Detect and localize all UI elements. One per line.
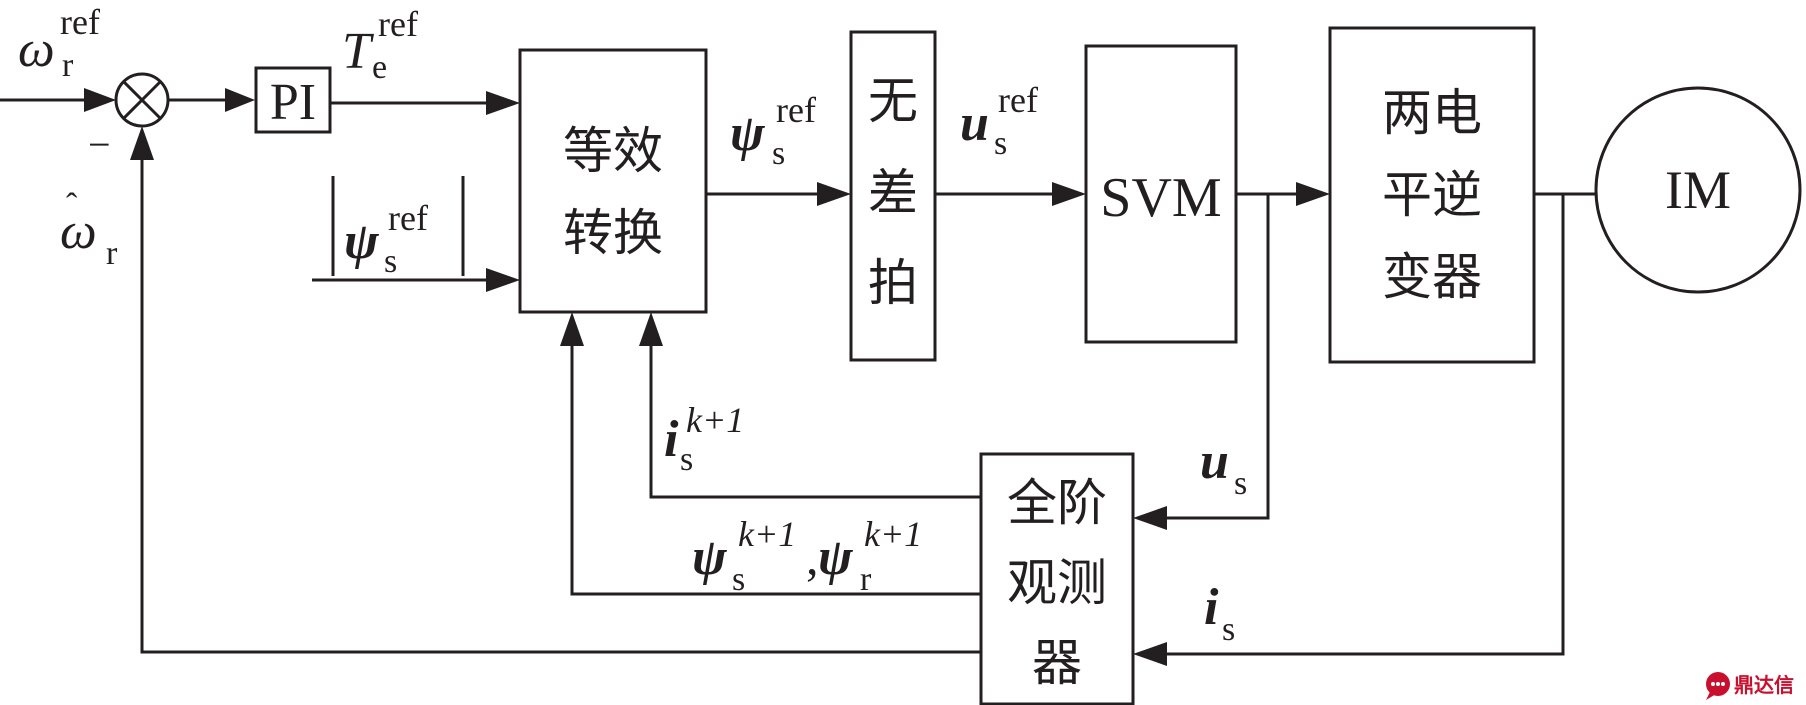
flux-reference-arrowhead: [817, 182, 851, 206]
voltage-reference-arrowhead: [1052, 182, 1086, 206]
pi-controller-block: [254, 66, 332, 134]
svg-text:,: ,: [806, 529, 819, 585]
deadbeat-label-line2: 差: [868, 164, 918, 222]
speed-reference-label: ω r ref: [18, 2, 100, 84]
svg-text:s: s: [384, 243, 397, 280]
svg-text:r: r: [62, 47, 74, 84]
flux-prediction-line: [570, 318, 981, 596]
inverter-label-line3: 变器: [1382, 248, 1482, 306]
flux-magnitude-arrowhead: [486, 268, 520, 292]
flux-reference-label: ψ s ref: [730, 90, 816, 172]
speed-estimate-feedback-line: [140, 132, 981, 654]
equivalent-transform-label-line1: 等效: [563, 122, 663, 180]
chat-bubble-icon: [1706, 672, 1730, 700]
svg-text:ψ: ψ: [818, 529, 854, 586]
svg-text:k+1: k+1: [864, 514, 922, 554]
observer-label-line1: 全阶: [1007, 474, 1107, 532]
svm-block: [1084, 44, 1238, 344]
svg-text:ψ: ψ: [344, 213, 380, 270]
svm-to-inverter-arrowhead: [1296, 182, 1330, 206]
svg-text:k+1: k+1: [686, 400, 744, 440]
induction-motor: [1594, 86, 1802, 294]
estimated-speed-label: ˆ ω r: [60, 187, 118, 272]
svg-text:ω: ω: [18, 21, 55, 78]
current-feedback-arrowhead: [1133, 642, 1167, 666]
svm-label: SVM: [1100, 167, 1221, 229]
speed-estimate-arrowhead: [130, 126, 154, 160]
speed-reference-arrowhead: [84, 88, 116, 112]
svg-text:s: s: [680, 441, 693, 478]
deadbeat-label-line3: 拍: [868, 254, 918, 312]
minus-sign: −: [88, 122, 111, 167]
svg-text:s: s: [994, 125, 1007, 162]
svg-text:ˆ: ˆ: [66, 187, 78, 224]
voltage-feedback-line: [1139, 194, 1270, 520]
watermark: 鼎达信: [1706, 672, 1794, 700]
svg-text:ψ: ψ: [692, 529, 728, 586]
voltage-feedback-arrowhead: [1133, 506, 1167, 530]
svg-text:ref: ref: [388, 198, 428, 238]
predicted-current-label: i s k+1: [664, 400, 744, 478]
svg-text:T: T: [342, 23, 374, 80]
deadbeat-label-line1: 无: [868, 72, 918, 130]
speed-error-arrowhead: [225, 88, 255, 112]
svg-text:e: e: [372, 49, 387, 86]
equivalent-transform-block: [518, 48, 708, 314]
svg-text:i: i: [664, 411, 679, 468]
current-prediction-arrowhead: [639, 312, 663, 346]
svg-text:i: i: [1204, 579, 1219, 636]
svg-text:u: u: [1200, 433, 1229, 490]
inverter-label-line1: 两电: [1382, 84, 1482, 142]
observer-label-line2: 观测: [1007, 554, 1107, 612]
pi-controller-label: PI: [270, 74, 316, 131]
stator-current-label: i s: [1204, 579, 1235, 648]
watermark-text: 鼎达信: [1734, 673, 1794, 697]
svg-text:s: s: [1234, 465, 1247, 502]
svg-text:s: s: [732, 561, 745, 598]
svg-text:ref: ref: [776, 90, 816, 130]
flux-prediction-arrowhead: [560, 312, 584, 346]
svg-text:s: s: [772, 135, 785, 172]
svg-text:r: r: [860, 561, 872, 598]
inverter-block: [1328, 26, 1536, 364]
svg-text:s: s: [1222, 611, 1235, 648]
svg-text:ref: ref: [998, 80, 1038, 120]
induction-motor-label: IM: [1665, 160, 1731, 220]
current-prediction-line: [649, 318, 981, 499]
predicted-flux-label: ψ s k+1 , ψ r k+1: [692, 514, 922, 598]
stator-voltage-label: u s: [1200, 433, 1247, 502]
svg-text:ref: ref: [60, 2, 100, 42]
current-feedback-line: [1139, 194, 1565, 656]
svg-text:k+1: k+1: [738, 514, 796, 554]
deadbeat-block: [849, 30, 937, 362]
svg-text:ψ: ψ: [730, 105, 766, 162]
summing-junction-cross-b: [122, 80, 162, 120]
svg-text:ω: ω: [60, 203, 97, 260]
equivalent-transform-label-line2: 转换: [563, 204, 663, 262]
observer-label-line3: 器: [1032, 634, 1082, 692]
full-order-observer-block: [979, 452, 1135, 705]
flux-magnitude-reference-label: ψ s ref: [344, 198, 428, 280]
torque-reference-arrowhead: [486, 91, 520, 115]
svg-text:u: u: [960, 95, 989, 152]
svg-text:ref: ref: [378, 4, 418, 44]
torque-reference-label: T e ref: [342, 4, 418, 86]
svg-text:r: r: [106, 235, 118, 272]
voltage-reference-label: u s ref: [960, 80, 1038, 162]
inverter-label-line2: 平逆: [1382, 166, 1482, 224]
